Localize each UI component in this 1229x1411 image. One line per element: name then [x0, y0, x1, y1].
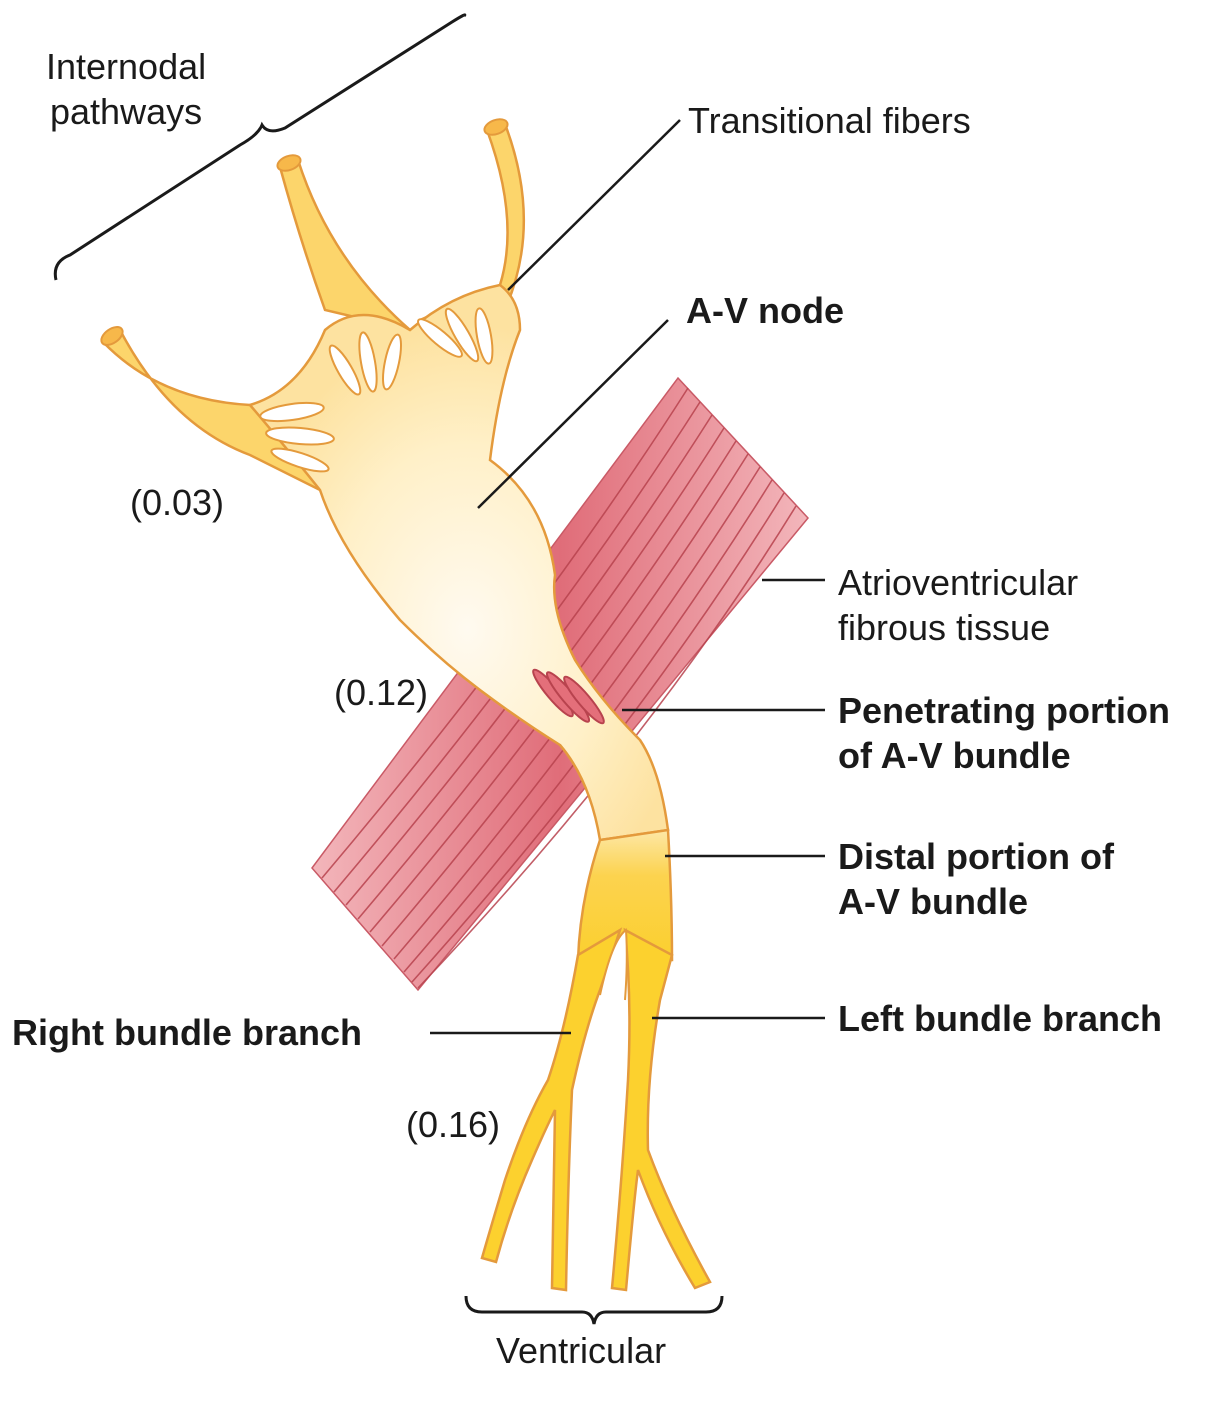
av-node-label: A-V node: [686, 288, 844, 333]
transitional-fibers-label: Transitional fibers: [688, 98, 971, 143]
internodal-fiber-right: [420, 124, 524, 320]
internodal-pathways-label: Internodal pathways: [46, 44, 206, 134]
timing-0-12: (0.12): [334, 670, 428, 715]
right-bundle-branch-label: Right bundle branch: [12, 1010, 362, 1055]
his-bundle-and-branches: [482, 830, 710, 1290]
leader-transitional-fibers: [508, 120, 680, 290]
timing-0-16: (0.16): [406, 1102, 500, 1147]
atrioventricular-fibrous-tissue-label: Atrioventricular fibrous tissue: [838, 560, 1078, 650]
timing-0-03: (0.03): [130, 480, 224, 525]
internodal-fiber-middle: [280, 160, 410, 330]
left-bundle-branch-label: Left bundle branch: [838, 996, 1162, 1041]
right-bundle-branch-shape: [482, 930, 620, 1290]
ventricular-brace: [466, 1296, 722, 1324]
penetrating-portion-label: Penetrating portion of A-V bundle: [838, 688, 1170, 778]
ventricular-label: Ventricular: [496, 1328, 666, 1373]
distal-portion-label: Distal portion of A-V bundle: [838, 834, 1114, 924]
av-node-complex: [98, 116, 668, 840]
